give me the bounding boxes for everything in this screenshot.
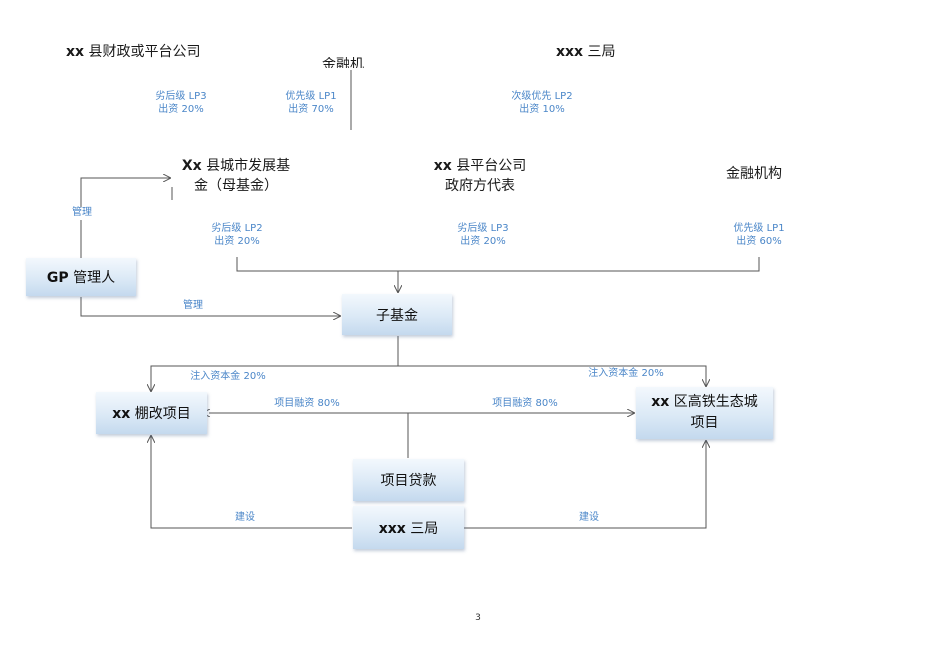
build-right-label: 建设 xyxy=(579,512,599,523)
build-left-arrow xyxy=(151,436,352,529)
finance-institution-label: 金融机构 xyxy=(726,166,782,182)
shantytown-project-box: xx 棚改项目 xyxy=(96,392,207,434)
financing-right-label: 项目融资 80% xyxy=(492,398,558,409)
mother-fund-label: Xx 县城市发展基 金（母基金） xyxy=(181,158,291,195)
top-mid-title: 金融机 xyxy=(322,57,364,68)
inject-right-arrow xyxy=(398,365,706,386)
inject-left-arrow xyxy=(151,365,398,391)
financing-left-label: 项目融资 80% xyxy=(274,398,340,409)
sub-fund-box: 子基金 xyxy=(342,294,452,335)
top-right-title: xxx 三局 xyxy=(556,44,616,57)
investors-bracket xyxy=(236,257,760,272)
hsr-eco-city-project-box: xx 区高铁生态城项目 xyxy=(636,387,773,439)
top-left-title: xx 县财政或平台公司 xyxy=(66,44,201,60)
build-right-arrow xyxy=(464,441,706,529)
project-loan-box: 项目贷款 xyxy=(353,459,464,501)
build-left-label: 建设 xyxy=(235,512,255,523)
third-bureau-box: xxx 三局 xyxy=(353,506,464,549)
page-number: 3 xyxy=(475,613,481,623)
manage-label-bottom: 管理 xyxy=(183,300,203,311)
inject-capital-right-label: 注入资本金 20% xyxy=(588,368,664,379)
inject-capital-left-label: 注入资本金 20% xyxy=(190,371,266,382)
gp-manager-box: GP 管理人 xyxy=(26,258,136,296)
gp-to-mother-fund-arrow xyxy=(80,178,170,258)
manage-label-top: 管理 xyxy=(62,207,102,220)
gp-to-subfund-arrow xyxy=(80,297,340,316)
platform-company-label: xx 县平台公司 政府方代表 xyxy=(433,158,527,195)
